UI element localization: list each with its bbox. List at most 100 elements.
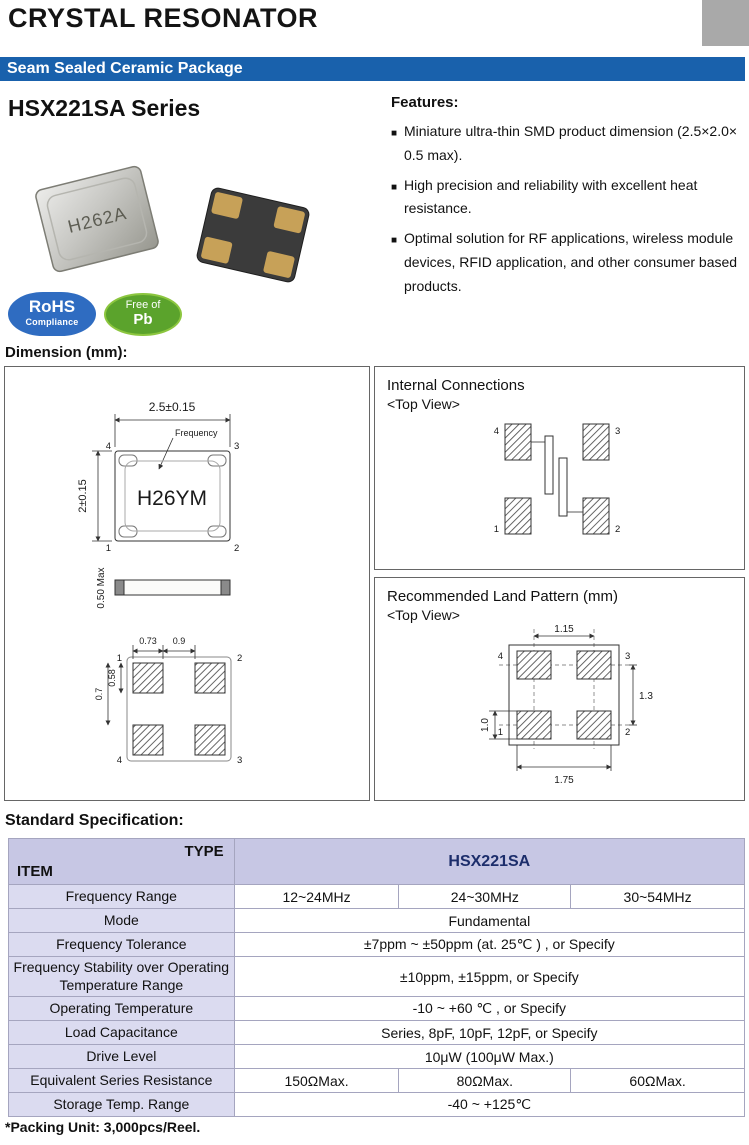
spec-header-model: HSX221SA <box>233 838 746 885</box>
dim-body-height: 2±0.15 <box>77 479 89 513</box>
dim-pad-height: 0.58 <box>107 669 117 687</box>
pin-number: 4 <box>498 651 503 662</box>
internal-connections-box: Internal Connections <Top View> <box>374 366 745 570</box>
feature-item: Miniature ultra-thin SMD product dimensi… <box>391 120 746 168</box>
item-label: ITEM <box>17 863 53 880</box>
pin-number: 2 <box>615 524 620 535</box>
spec-item: Load Capacitance <box>8 1020 235 1045</box>
spec-value: 150ΩMax. <box>233 1068 400 1093</box>
packing-note: *Packing Unit: 3,000pcs/Reel. <box>5 1119 201 1135</box>
spec-item: Storage Temp. Range <box>8 1092 235 1117</box>
land-pad <box>516 710 552 740</box>
table-row: Storage Temp. Range -40 ~ +125℃ <box>8 1092 746 1117</box>
product-photo-bottom <box>196 187 310 283</box>
spec-value: -10 ~ +60 ℃ , or Specify <box>233 996 746 1021</box>
feature-item: Optimal solution for RF applications, wi… <box>391 227 746 298</box>
spec-value: 60ΩMax. <box>570 1068 745 1093</box>
pin-number: 4 <box>106 441 111 452</box>
spec-table: TYPE ITEM HSX221SA Frequency Range 12~24… <box>8 838 746 1117</box>
spec-item: Frequency Tolerance <box>8 932 235 957</box>
internal-connections-subtitle: <Top View> <box>387 396 460 412</box>
internal-connection-pads <box>504 423 610 535</box>
spec-value: Series, 8pF, 10pF, 12pF, or Specify <box>233 1020 746 1045</box>
package-outline <box>114 450 231 542</box>
bottom-pad <box>132 724 164 756</box>
side-view-drawing: 0.50 Max <box>96 567 231 609</box>
table-row: Operating Temperature -10 ~ +60 ℃ , or S… <box>8 996 746 1021</box>
rohs-sublabel: Compliance <box>25 316 79 327</box>
bottom-outline <box>126 656 232 762</box>
spec-item: Equivalent Series Resistance <box>8 1068 235 1093</box>
dim-pad-height-outer: 0.7 <box>94 688 104 701</box>
features-heading: Features: <box>391 94 459 111</box>
corner-block <box>702 0 749 46</box>
spec-value: 30~54MHz <box>570 884 745 909</box>
bottom-pad <box>132 662 164 694</box>
table-row: Frequency Range 12~24MHz 24~30MHz 30~54M… <box>8 884 745 909</box>
table-row: Load Capacitance Series, 8pF, 10pF, 12pF… <box>8 1020 746 1045</box>
gold-pad <box>263 251 295 278</box>
feature-item: High precision and reliability with exce… <box>391 174 746 222</box>
pin-number: 3 <box>615 426 620 437</box>
package-banner-label: Seam Sealed Ceramic Package <box>7 60 243 77</box>
bottom-pad <box>194 724 226 756</box>
spec-item: Mode <box>8 908 235 933</box>
table-row: Equivalent Series Resistance 150ΩMax. 80… <box>8 1068 745 1093</box>
land-pattern-diagram: 1.15 1.3 1.0 1.75 4 3 1 2 <box>480 624 653 786</box>
pin-number: 1 <box>117 653 122 664</box>
land-outline <box>508 644 620 746</box>
land-pad <box>576 710 612 740</box>
series-title: HSX221SA Series <box>8 95 201 121</box>
frequency-pointer-label: Frequency <box>175 428 218 438</box>
crystal-element <box>531 435 583 517</box>
package-banner: Seam Sealed Ceramic Package <box>0 57 745 81</box>
dim-pad-pitch: 0.9 <box>173 636 186 646</box>
rohs-badge: RoHS Compliance <box>8 292 96 336</box>
features-section: Features: Miniature ultra-thin SMD produ… <box>391 94 746 305</box>
pin-number: 3 <box>625 651 630 662</box>
spec-heading: Standard Specification: <box>5 812 184 829</box>
pb-free-badge: Free of Pb <box>104 293 182 336</box>
dim-pad-width: 0.73 <box>139 636 157 646</box>
pb-free-symbol: Pb <box>133 311 153 329</box>
dimension-heading: Dimension (mm): <box>5 344 128 361</box>
top-marking: H26YM <box>137 487 207 510</box>
spec-value: -40 ~ +125℃ <box>233 1092 746 1117</box>
product-photos: H262A <box>35 165 310 283</box>
rohs-label: RoHS <box>28 297 76 316</box>
spec-value: 80ΩMax. <box>398 1068 572 1093</box>
spec-value: 12~24MHz <box>233 884 400 909</box>
gold-pad <box>201 236 233 264</box>
spec-item: Frequency Stability over Operating Tempe… <box>8 956 235 997</box>
pin-number: 2 <box>625 727 630 738</box>
gold-pad <box>211 192 243 219</box>
pin-number: 1 <box>494 524 499 535</box>
land-pad <box>576 650 612 680</box>
dim-thickness: 0.50 Max <box>96 567 107 608</box>
spec-value: ±10ppm, ±15ppm, or Specify <box>233 956 746 997</box>
dim-land-pad-h: 1.0 <box>480 718 491 732</box>
land-pattern-subtitle: <Top View> <box>387 607 460 623</box>
spec-item: Drive Level <box>8 1044 235 1069</box>
table-row: Mode Fundamental <box>8 908 746 933</box>
product-photo-top: H262A <box>35 165 159 273</box>
pin-number: 3 <box>237 755 242 766</box>
spec-value: Fundamental <box>233 908 746 933</box>
spec-value: 10μW (100μW Max.) <box>233 1044 746 1069</box>
spec-item: Frequency Range <box>8 884 235 909</box>
table-row: Frequency Tolerance ±7ppm ~ ±50ppm (at. … <box>8 932 746 957</box>
page-title: CRYSTAL RESONATOR <box>8 3 319 33</box>
pb-free-label: Free of <box>125 299 161 311</box>
land-pattern-title: Recommended Land Pattern (mm) <box>387 588 618 605</box>
pin-number: 1 <box>498 727 503 738</box>
pin-number: 4 <box>494 426 499 437</box>
land-pattern-box: Recommended Land Pattern (mm) <Top View> <box>374 577 745 801</box>
spec-header-row: TYPE ITEM HSX221SA <box>8 838 746 885</box>
spec-header-corner: TYPE ITEM <box>8 838 235 885</box>
pin-number: 2 <box>237 653 242 664</box>
pin-number: 3 <box>234 441 239 452</box>
bottom-view-drawing: 0.73 0.9 0.58 0.7 1 2 4 3 <box>94 636 242 766</box>
internal-connections-diagram: 4 3 1 2 <box>494 423 620 535</box>
land-pad <box>516 650 552 680</box>
